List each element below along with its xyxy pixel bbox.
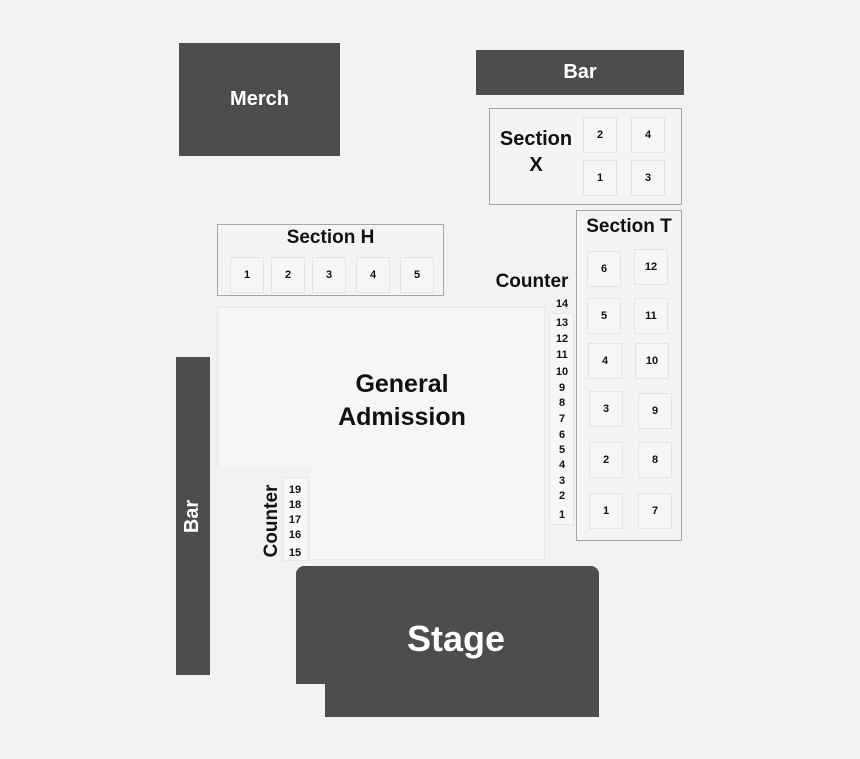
bar-left[interactable]: Bar bbox=[176, 357, 210, 675]
section-x-label-line2: X bbox=[529, 154, 543, 176]
bar-top-label: Bar bbox=[563, 61, 597, 83]
section-h-seat[interactable]: 4 bbox=[356, 257, 390, 293]
merch-label: Merch bbox=[230, 88, 289, 110]
counter-left-seat[interactable]: 15 bbox=[288, 547, 302, 559]
section-t-seat[interactable]: 9 bbox=[638, 393, 672, 429]
counter-right-seat[interactable]: 3 bbox=[558, 475, 566, 487]
section-x-seat[interactable]: 1 bbox=[583, 160, 617, 196]
counter-right-seat[interactable]: 9 bbox=[558, 382, 566, 394]
counter-left-seat[interactable]: 19 bbox=[288, 484, 302, 496]
section-t-seat[interactable]: 5 bbox=[587, 298, 621, 334]
bar-left-label: Bar bbox=[181, 499, 204, 533]
section-t-seat[interactable]: 12 bbox=[634, 249, 668, 285]
section-t-title: Section T bbox=[586, 216, 672, 237]
counter-right-seat[interactable]: 11 bbox=[556, 349, 568, 361]
section-x-label: Section X bbox=[494, 126, 578, 178]
section-t-seat[interactable]: 4 bbox=[588, 343, 622, 379]
general-admission-line2: Admission bbox=[338, 403, 466, 431]
counter-right-seat[interactable]: 4 bbox=[558, 459, 566, 471]
counter-right-seat[interactable]: 10 bbox=[555, 366, 569, 378]
counter-right-seat[interactable]: 8 bbox=[558, 397, 566, 409]
counter-right-strip[interactable] bbox=[549, 313, 574, 525]
stage-label: Stage bbox=[406, 618, 506, 659]
section-t-seat[interactable]: 2 bbox=[589, 442, 623, 478]
counter-left-strip[interactable] bbox=[283, 477, 309, 561]
section-t-seat[interactable]: 6 bbox=[587, 251, 621, 287]
counter-right-seat[interactable]: 5 bbox=[558, 444, 566, 456]
stage-main[interactable] bbox=[296, 566, 599, 684]
section-h-seat[interactable]: 1 bbox=[230, 257, 264, 293]
counter-left-seat[interactable]: 16 bbox=[288, 529, 302, 541]
section-x-seat[interactable]: 3 bbox=[631, 160, 665, 196]
counter-left-seat[interactable]: 18 bbox=[288, 499, 302, 511]
section-h-seat[interactable]: 3 bbox=[312, 257, 346, 293]
counter-right-seat[interactable]: 12 bbox=[555, 333, 569, 345]
counter-right-seat[interactable]: 1 bbox=[558, 509, 566, 521]
counter-left-seat[interactable]: 17 bbox=[288, 514, 302, 526]
section-t-seat[interactable]: 3 bbox=[589, 391, 623, 427]
section-t-seat[interactable]: 8 bbox=[638, 442, 672, 478]
section-h-seat[interactable]: 2 bbox=[271, 257, 305, 293]
bar-top[interactable]: Bar bbox=[476, 50, 684, 95]
counter-right-seat[interactable]: 2 bbox=[558, 490, 566, 502]
counter-right-seat[interactable]: 13 bbox=[555, 317, 569, 329]
counter-right-seat[interactable]: 7 bbox=[558, 413, 566, 425]
counter-right-seat[interactable]: 14 bbox=[555, 298, 569, 310]
section-x-label-line1: Section bbox=[499, 128, 573, 150]
merch-area[interactable]: Merch bbox=[179, 43, 340, 156]
section-t-seat[interactable]: 11 bbox=[634, 298, 668, 334]
general-admission-line1: General bbox=[355, 370, 449, 398]
section-x-seat[interactable]: 4 bbox=[631, 117, 665, 153]
section-t-seat[interactable]: 1 bbox=[589, 493, 623, 529]
section-t-seat[interactable]: 7 bbox=[638, 493, 672, 529]
section-h-seat[interactable]: 5 bbox=[400, 257, 434, 293]
section-x-seat[interactable]: 2 bbox=[583, 117, 617, 153]
counter-right-seat[interactable]: 6 bbox=[558, 429, 566, 441]
general-admission-label: General Admission bbox=[312, 368, 492, 434]
counter-right-label: Counter bbox=[495, 271, 569, 292]
section-t-seat[interactable]: 10 bbox=[635, 343, 669, 379]
stage-lower bbox=[325, 683, 599, 717]
section-h-title: Section H bbox=[286, 227, 375, 248]
counter-left-label: Counter bbox=[261, 484, 282, 558]
